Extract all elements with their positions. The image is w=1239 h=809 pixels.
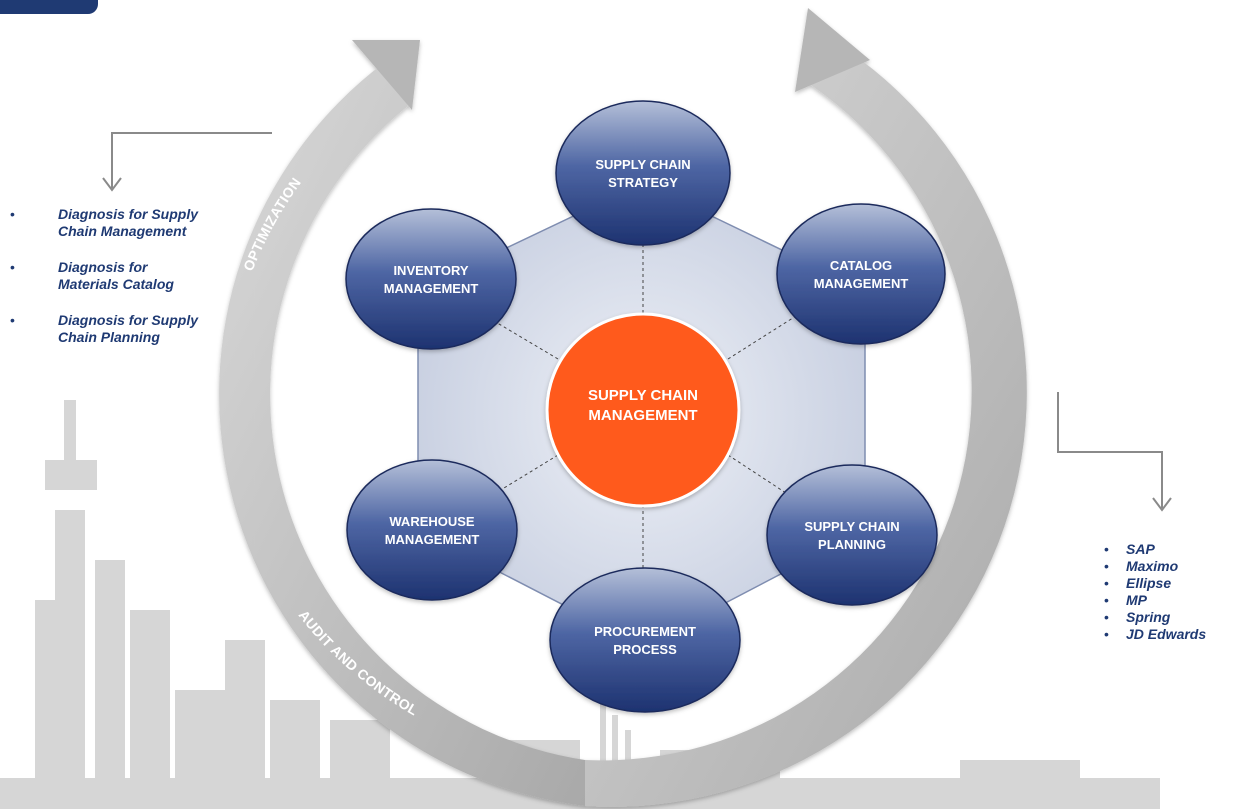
arrowhead-left: [102, 177, 122, 192]
node-ellipse: [549, 567, 741, 713]
connector-arrow-right: [1057, 392, 1163, 508]
node-catalog: CATALOG MANAGEMENT: [776, 203, 946, 345]
list-item: Diagnosis for Supply Chain Management: [10, 206, 210, 240]
corner-tab: [0, 0, 98, 14]
node-label-line-2: MANAGEMENT: [385, 532, 480, 547]
node-ellipse: [555, 100, 731, 246]
node-ellipse: [776, 203, 946, 345]
node-label-line-1: SUPPLY CHAIN: [804, 519, 899, 534]
node-label-line-1: PROCUREMENT: [594, 624, 696, 639]
center-label-line-2: MANAGEMENT: [588, 407, 697, 424]
ring-arc-left: [219, 62, 585, 806]
list-item: Ellipse: [1104, 575, 1239, 592]
node-label-line-1: SUPPLY CHAIN: [595, 157, 690, 172]
nodes-layer: SUPPLY CHAINSTRATEGYCATALOGMANAGEMENTSUP…: [345, 100, 946, 713]
center-label-line-1: SUPPLY CHAIN: [588, 387, 698, 404]
ring-arrow-right: [795, 8, 870, 92]
ring-arrow-left: [352, 40, 420, 110]
node-ellipse: [346, 459, 518, 601]
cycle-ring: [219, 8, 1027, 807]
node-strategy: SUPPLY CHAIN STRATEGY: [555, 100, 731, 246]
list-item: Spring: [1104, 609, 1239, 626]
node-ellipse: [766, 464, 938, 606]
node-label-line-2: MANAGEMENT: [384, 281, 479, 296]
node-label-line-1: WAREHOUSE: [389, 514, 475, 529]
node-label-line-2: PLANNING: [818, 537, 886, 552]
list-item: JD Edwards: [1104, 626, 1239, 643]
node-planning: SUPPLY CHAIN PLANNING: [766, 464, 938, 606]
list-item: Maximo: [1104, 558, 1239, 575]
node-label-line-2: MANAGEMENT: [814, 276, 909, 291]
ring-arc-right: [585, 30, 1027, 807]
list-item: Diagnosis for Supply Chain Planning: [10, 312, 210, 346]
node-warehouse: WAREHOUSE MANAGEMENT: [346, 459, 518, 601]
list-item: Diagnosis for Materials Catalog: [10, 259, 210, 293]
arrowhead-right: [1152, 497, 1172, 512]
node-label-line-2: STRATEGY: [608, 175, 678, 190]
connector-arrow-left: [111, 132, 272, 188]
node-label-line-1: CATALOG: [830, 258, 892, 273]
diagnosis-list: Diagnosis for Supply Chain Management Di…: [10, 206, 210, 365]
node-inventory: INVENTORY MANAGEMENT: [345, 208, 517, 350]
node-label-line-2: PROCESS: [613, 642, 677, 657]
node-procurement: PROCUREMENT PROCESS: [549, 567, 741, 713]
list-item: SAP: [1104, 541, 1239, 558]
node-label-line-1: INVENTORY: [393, 263, 468, 278]
node-ellipse: [345, 208, 517, 350]
center-node: SUPPLY CHAIN MANAGEMENT: [545, 312, 741, 508]
list-item: MP: [1104, 592, 1239, 609]
erp-systems-list: SAP Maximo Ellipse MP Spring JD Edwards: [1104, 541, 1239, 643]
